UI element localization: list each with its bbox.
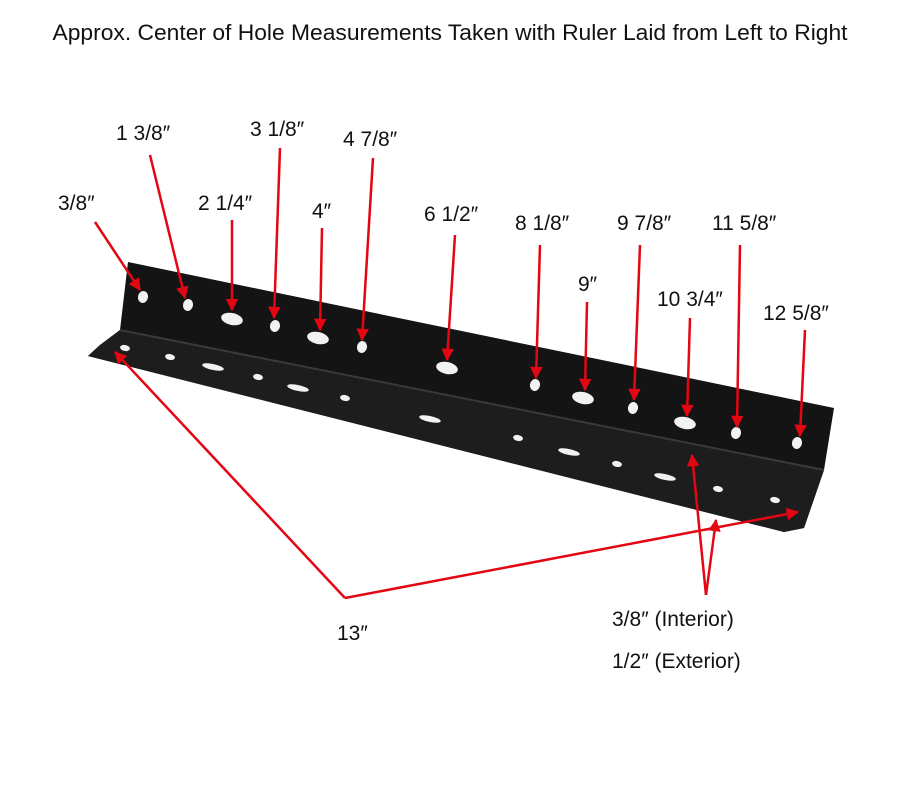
arrow-m6 (356, 157, 375, 342)
label-exterior-thickness: 1/2″ (Exterior) (612, 650, 741, 673)
lower-flange-slot (654, 473, 676, 481)
label-m6: 4 7/8″ (343, 128, 398, 151)
bracket-holes (120, 291, 803, 504)
upper-flange-hole (627, 402, 639, 414)
label-interior-thickness: 3/8″ (Interior) (612, 608, 734, 631)
measurement-arrows (93, 147, 807, 600)
lower-flange-slot (202, 363, 224, 371)
arrow-m13 (794, 329, 807, 438)
arrow-m4 (268, 147, 282, 320)
arrow-m5 (313, 227, 327, 332)
arrow-m9 (579, 301, 592, 392)
arrow-m11 (681, 317, 694, 418)
lower-flange-slot (419, 415, 441, 423)
arrow-m12 (730, 244, 744, 429)
label-m1: 3/8″ (58, 192, 95, 215)
label-m11: 10 3/4″ (657, 288, 723, 311)
label-length: 13″ (337, 622, 368, 645)
arrow-m2 (148, 154, 189, 300)
upper-flange-slot (572, 391, 594, 405)
lower-flange-hole (713, 485, 723, 493)
upper-flange-hole (356, 341, 368, 353)
arrow-length-right (344, 507, 800, 600)
measurement-labels: 3/8″ 1 3/8″ 2 1/4″ 3 1/8″ 4″ 4 7/8″ 6 1/… (58, 118, 829, 673)
upper-flange-slot (307, 331, 329, 345)
upper-flange-hole (137, 291, 149, 303)
lower-flange-hole (253, 373, 263, 381)
lower-flange-slot (287, 384, 309, 392)
arrow-m1 (93, 221, 142, 292)
label-m8: 8 1/8″ (515, 212, 570, 235)
arrow-thickness-exterior (704, 518, 721, 596)
label-m2: 1 3/8″ (116, 122, 171, 145)
upper-flange-hole (529, 379, 541, 391)
arrow-m8 (530, 244, 543, 380)
diagram-title: Approx. Center of Hole Measurements Take… (53, 20, 848, 45)
upper-flange-slot (436, 361, 458, 375)
upper-flange-hole (269, 320, 281, 332)
upper-flange-hole (730, 427, 742, 439)
lower-flange-hole (513, 434, 523, 442)
arrow-length-left (114, 351, 346, 599)
lower-flange-hole (165, 353, 175, 361)
label-m13: 12 5/8″ (763, 302, 829, 325)
upper-flange-hole (182, 299, 194, 311)
label-m10: 9 7/8″ (617, 212, 672, 235)
lower-flange-hole (340, 394, 350, 402)
label-m7: 6 1/2″ (424, 203, 479, 226)
lower-flange-hole (612, 460, 622, 468)
label-m9: 9″ (578, 273, 598, 296)
upper-flange-slot (221, 312, 243, 326)
lower-flange-slot (558, 448, 580, 456)
arrow-m10 (628, 244, 642, 402)
label-m5: 4″ (312, 200, 332, 223)
upper-flange-hole (791, 437, 803, 449)
arrow-m7 (441, 234, 457, 362)
label-m12: 11 5/8″ (712, 212, 777, 235)
upper-flange-slot (674, 416, 696, 430)
lower-flange-hole (120, 344, 130, 352)
label-m4: 3 1/8″ (250, 118, 305, 141)
arrow-thickness-interior (686, 453, 708, 596)
lower-flange-hole (770, 496, 780, 504)
label-m3: 2 1/4″ (198, 192, 253, 215)
